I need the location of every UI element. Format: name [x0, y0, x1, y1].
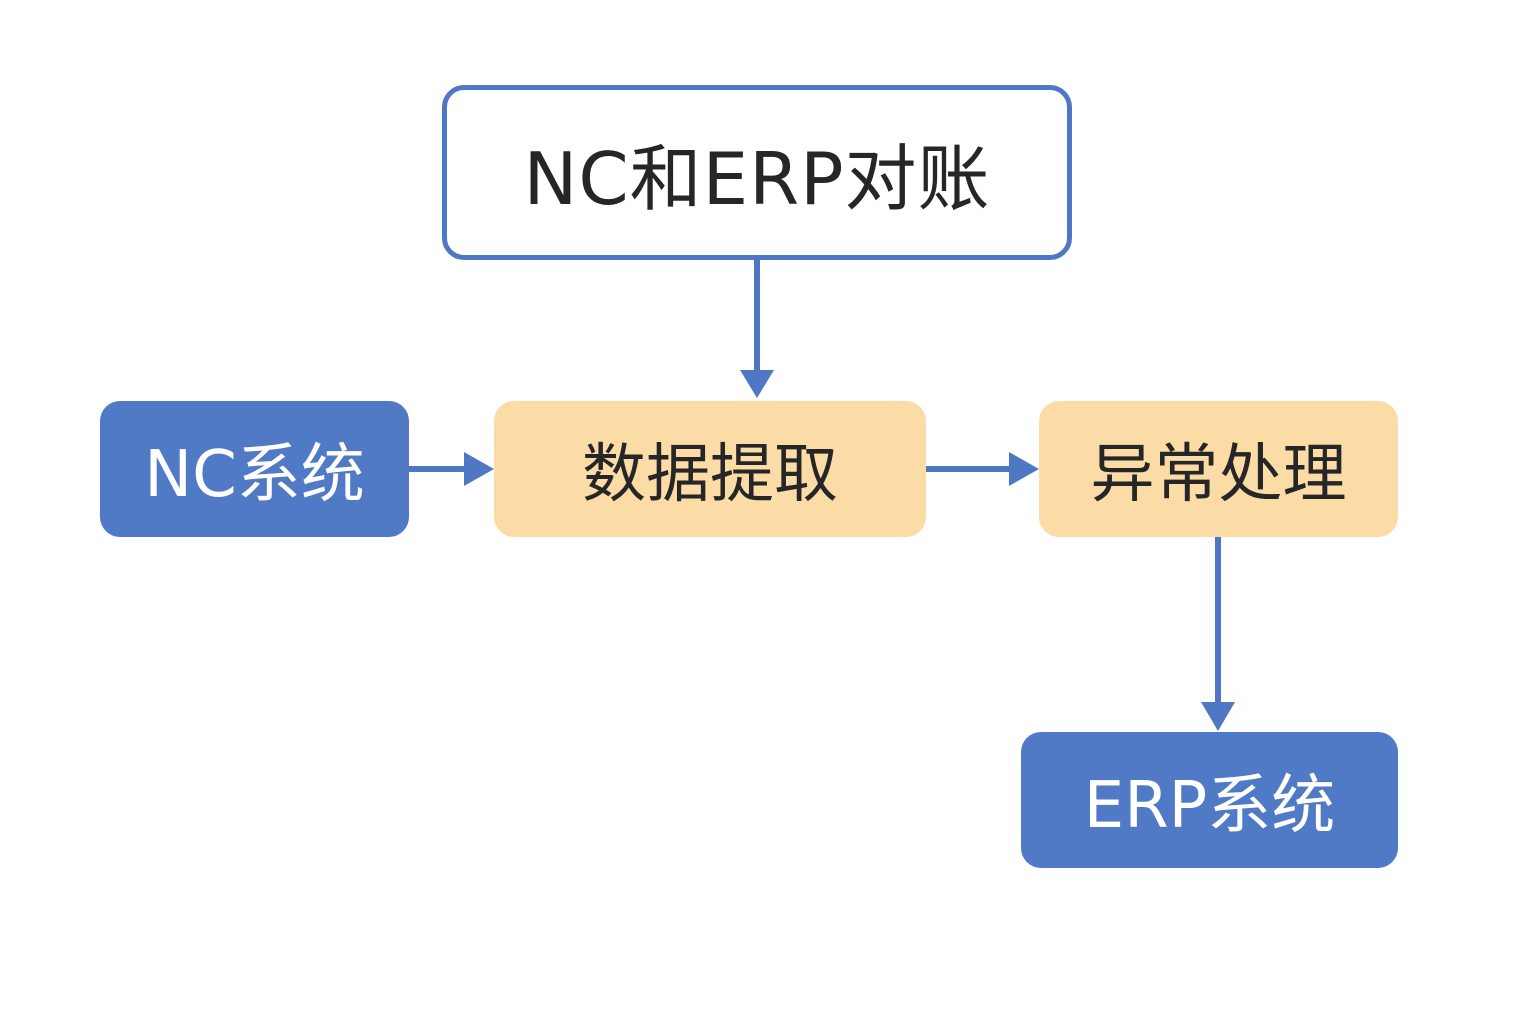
nc-system-box: NC系统 [100, 401, 409, 537]
arrow-extract-to-exception-head [1009, 452, 1039, 486]
erp-system-label: ERP系统 [1083, 769, 1336, 843]
arrow-source-to-extract-head [464, 452, 494, 486]
reconciliation-title-box: NC和ERP对账 [442, 85, 1072, 260]
data-extraction-label: 数据提取 [582, 438, 838, 512]
data-extraction-box: 数据提取 [494, 401, 926, 537]
reconciliation-title-label: NC和ERP对账 [523, 137, 991, 221]
nc-system-label: NC系统 [144, 438, 365, 512]
exception-handling-box: 异常处理 [1039, 401, 1398, 537]
exception-handling-label: 异常处理 [1090, 438, 1347, 512]
arrow-exception-to-target-head [1201, 702, 1235, 731]
erp-system-box: ERP系统 [1021, 732, 1398, 868]
arrow-title-to-extract-head [740, 370, 774, 398]
